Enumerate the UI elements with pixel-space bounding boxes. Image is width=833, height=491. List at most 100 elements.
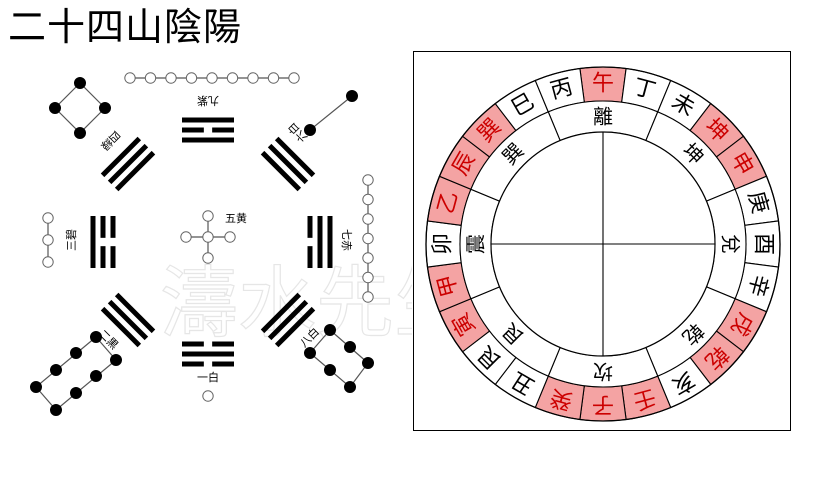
star-label-e: 三碧 xyxy=(65,229,78,251)
trigram-line-broken xyxy=(307,246,313,268)
yin-dot xyxy=(206,72,218,84)
star-label-se: 四緑 xyxy=(98,128,123,153)
trigram-line-solid xyxy=(327,216,333,268)
dot-connector xyxy=(55,359,117,411)
yin-dot xyxy=(362,213,374,225)
trigram-line-broken xyxy=(100,216,106,238)
trigram-xun xyxy=(100,136,156,192)
yang-dot xyxy=(304,124,316,136)
trigram-line-solid xyxy=(260,150,302,192)
yin-dot xyxy=(362,271,374,284)
yang-dot xyxy=(74,127,86,139)
trigram-line-broken xyxy=(100,246,106,268)
yin-dot xyxy=(185,72,198,84)
trigram-line-solid xyxy=(267,143,309,185)
yang-dot xyxy=(49,102,61,114)
trigram-kun xyxy=(260,136,316,192)
yang-dot xyxy=(344,341,356,353)
trigram-line-solid xyxy=(107,143,149,185)
yang-dot xyxy=(50,364,62,376)
trigram-line-solid xyxy=(267,299,309,341)
yang-dot xyxy=(324,324,336,336)
trigram-line-broken xyxy=(110,246,116,268)
yang-dot xyxy=(346,90,358,102)
yang-dot xyxy=(90,331,102,343)
dot-connector xyxy=(35,336,97,388)
yin-dot xyxy=(362,291,374,303)
trigram-line-broken xyxy=(307,216,313,238)
yin-dot xyxy=(362,193,374,206)
lo-shu-trigram-diagram: 濤水先生一白二黒三碧四緑六白七赤八白九紫五黄 xyxy=(30,72,412,416)
yin-dot xyxy=(202,231,214,243)
yang-dot xyxy=(30,381,42,393)
trigram-line-broken xyxy=(212,127,234,133)
trigram-line-broken xyxy=(212,341,234,347)
yin-dot xyxy=(165,72,177,84)
star-label-ne: 二黒 xyxy=(96,327,121,352)
yin-dot xyxy=(362,252,374,264)
page-title: 二十四山陰陽 xyxy=(8,5,243,49)
yin-dot xyxy=(202,252,214,264)
yin-dot xyxy=(247,72,259,84)
trigram-line-solid xyxy=(274,306,316,348)
yin-dot xyxy=(180,231,192,243)
mountain-label: 午 xyxy=(592,72,614,97)
trigram-line-solid xyxy=(90,216,96,268)
trigram-dui xyxy=(307,216,333,268)
compass-panel: 午丁未坤申庚酉辛戌乾亥壬子癸丑艮寅甲卯乙辰巽巳丙離坤兌乾坎艮震巽 xyxy=(413,51,791,431)
yang-dot xyxy=(70,347,82,359)
yang-dot xyxy=(344,381,356,393)
dot-connector xyxy=(309,95,353,131)
yin-dot xyxy=(42,234,54,246)
yin-dot xyxy=(224,231,236,243)
mountain-label: 酉 xyxy=(751,233,776,255)
yin-dot xyxy=(362,232,374,245)
trigram-line-broken xyxy=(212,361,234,367)
trigram-line-solid xyxy=(114,150,156,192)
trigram-line-broken xyxy=(182,341,204,347)
outer-circle xyxy=(425,66,781,422)
star-label-sw: 六白 xyxy=(285,120,310,145)
trigram-line-solid xyxy=(260,292,302,334)
yin-dot xyxy=(144,72,157,84)
twenty-four-mountains-wheel: 午丁未坤申庚酉辛戌乾亥壬子癸丑艮寅甲卯乙辰巽巳丙離坤兌乾坎艮震巽 xyxy=(425,66,781,422)
yang-dot xyxy=(70,387,82,399)
yin-dot xyxy=(124,72,136,84)
yang-dot xyxy=(90,370,102,382)
yang-dot xyxy=(324,364,336,376)
yang-dot xyxy=(362,357,374,369)
trigram-gen xyxy=(100,292,156,348)
trigram-line-solid xyxy=(317,216,323,268)
yin-dot xyxy=(42,256,54,268)
mountain-label: 卯 xyxy=(431,233,456,255)
trigram-band-label: 離 xyxy=(593,105,613,129)
star-label-w: 七赤 xyxy=(340,229,353,251)
trigram-line-solid xyxy=(274,136,316,178)
yang-dot xyxy=(304,347,316,359)
yang-dot xyxy=(74,77,86,89)
yang-dot xyxy=(99,102,111,114)
yang-dot xyxy=(50,404,62,416)
trigram-line-solid xyxy=(107,299,149,341)
star-label-n: 九紫 xyxy=(197,94,219,107)
yang-dot xyxy=(110,354,122,366)
trigram-line-broken xyxy=(182,127,204,133)
center-star-label: 五黄 xyxy=(225,211,247,225)
trigram-zhen xyxy=(90,216,116,268)
trigram-line-solid xyxy=(100,136,142,178)
trigram-line-broken xyxy=(182,361,204,367)
star-label-s: 一白 xyxy=(197,370,219,384)
yin-dot xyxy=(362,174,374,186)
trigram-line-solid xyxy=(100,306,142,348)
yin-dot xyxy=(202,390,214,402)
trigram-band-label: 震 xyxy=(464,234,488,254)
trigram-line-solid xyxy=(182,137,234,143)
yin-dot xyxy=(202,210,214,222)
trigram-line-solid xyxy=(114,292,156,334)
trigram-band-label: 坎 xyxy=(593,360,613,384)
trigram-qian xyxy=(260,292,316,348)
mountain-label: 子 xyxy=(592,392,614,417)
yin-dot xyxy=(42,212,54,224)
trigram-kan xyxy=(182,341,234,367)
yin-dot xyxy=(267,72,280,84)
